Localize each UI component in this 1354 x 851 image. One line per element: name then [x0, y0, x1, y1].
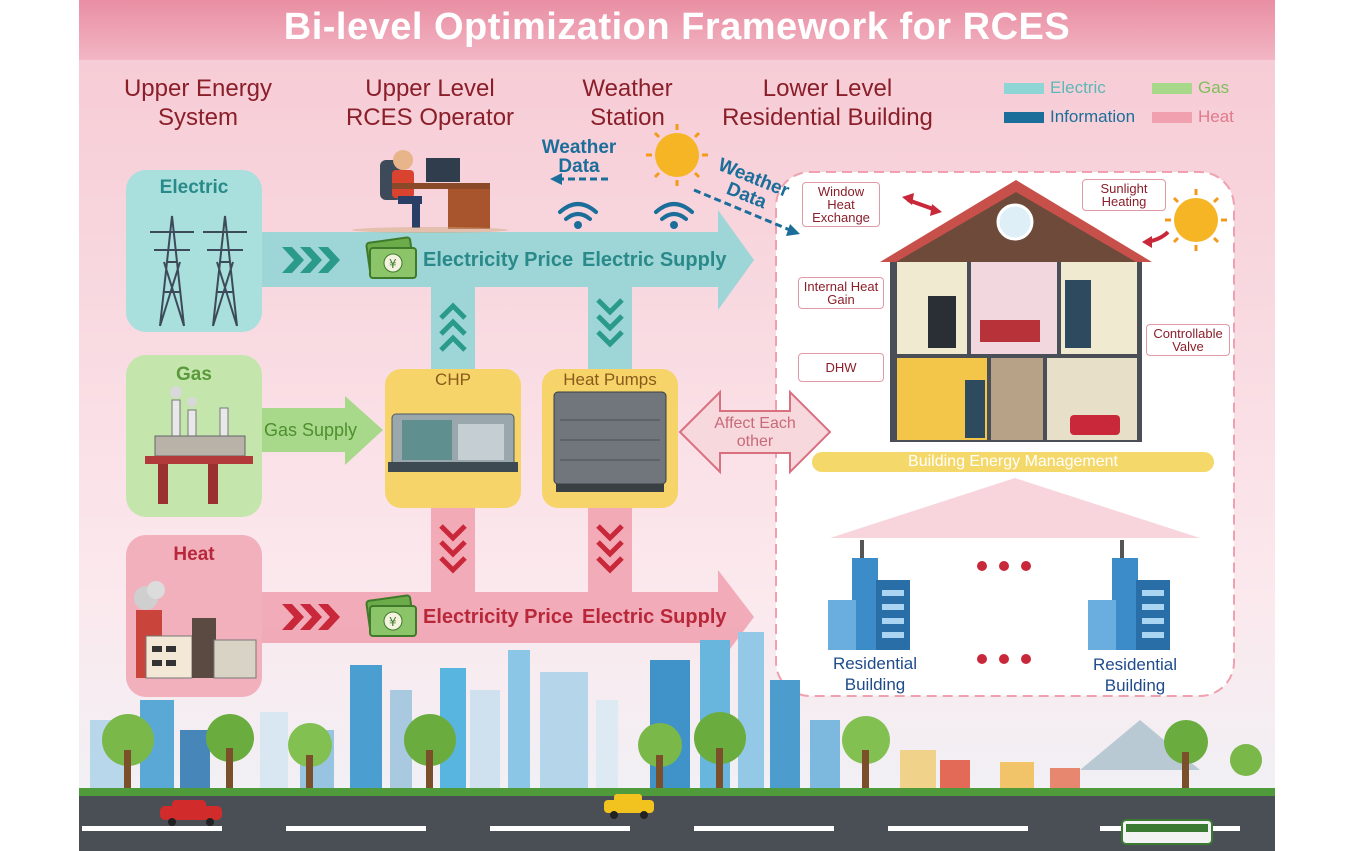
residential-building-label-1: Residential Building	[832, 654, 918, 694]
legend-label-electric: Electric	[1050, 78, 1106, 97]
tag-controllable-valve: Controllable Valve	[1146, 324, 1230, 356]
gas-arrow	[262, 396, 383, 465]
pylon-icon	[150, 215, 247, 327]
weather-data-label-left: Weather Data	[541, 137, 617, 177]
gas-supply-label: Gas Supply	[264, 420, 358, 440]
header-upper-energy: Upper Energy System	[123, 75, 273, 131]
chp-machine-icon	[388, 413, 518, 472]
heat-arrow	[262, 570, 754, 665]
car-icon-red	[160, 800, 222, 826]
title-band	[79, 0, 1275, 60]
ellipsis-dots	[977, 561, 1031, 664]
residential-building-icon-2	[1088, 540, 1170, 650]
sun-icon-weather	[646, 124, 708, 186]
electric-right-chevrons	[282, 247, 340, 273]
residential-building-icon-1	[828, 540, 910, 650]
heat-panel-title: Heat	[173, 544, 215, 565]
svg-text:¥: ¥	[389, 257, 397, 271]
legend-swatch-electric	[1004, 83, 1044, 94]
residential-building-label-2: Residential Building	[1092, 655, 1178, 695]
diagram-title: Bi-level Optimization Framework for RCES	[283, 6, 1071, 48]
affect-double-arrow	[678, 389, 832, 475]
tag-internal-heat-gain: Internal Heat Gain	[798, 277, 884, 309]
electric-panel-title: Electric	[159, 177, 229, 198]
chp-electric-connector	[431, 287, 475, 369]
legend-swatch-information	[1004, 112, 1044, 123]
chp-heat-connector	[431, 508, 475, 592]
money-icon-bottom: ¥	[365, 594, 417, 637]
electricity-price-top-label: Electricity Price	[423, 249, 574, 271]
legend-label-information: Information	[1050, 107, 1136, 126]
legend-label-gas: Gas	[1198, 78, 1230, 97]
grass-strip	[79, 788, 1275, 796]
heat-factory-icon	[134, 581, 257, 679]
chp-label: CHP	[435, 370, 471, 389]
electric-arrow	[262, 210, 754, 310]
weather-data-arrow-right	[693, 188, 800, 236]
electric-supply-top-label: Electric Supply	[582, 249, 727, 271]
chp-up-chevrons	[439, 302, 467, 352]
bem-label: Building Energy Management	[908, 453, 1118, 470]
wifi-icon-left	[558, 202, 598, 229]
header-lower-level: Lower Level Residential Building	[722, 75, 933, 131]
hp-heat-chevrons	[596, 524, 624, 574]
tree-icons	[102, 712, 1262, 790]
gas-platform-icon	[145, 386, 253, 504]
hp-heat-connector	[588, 508, 632, 592]
electricity-price-bottom-label: Electricity Price	[423, 606, 574, 628]
tag-window-heat-exchange: Window Heat Exchange	[802, 182, 880, 227]
bem-up-arrow	[830, 478, 1200, 538]
chp-heat-chevrons	[439, 524, 467, 574]
weather-data-arrow-left	[550, 173, 608, 185]
money-icon-top: ¥	[365, 236, 417, 279]
sun-icon-building	[1165, 189, 1227, 251]
gas-panel-title: Gas	[176, 364, 212, 385]
house-icon	[880, 180, 1152, 442]
legend-swatch-gas	[1152, 83, 1192, 94]
operator-person-icon	[352, 150, 508, 233]
car-icon-yellow	[604, 794, 654, 819]
tag-sunlight-heating: Sunlight Heating	[1082, 179, 1166, 211]
header-upper-level: Upper Level RCES Operator	[345, 75, 515, 131]
svg-text:¥: ¥	[389, 615, 397, 629]
affect-label: Affect Each other	[714, 415, 796, 450]
electric-supply-bottom-label: Electric Supply	[582, 606, 727, 628]
heat-pumps-label: Heat Pumps	[563, 370, 657, 389]
road	[79, 796, 1275, 851]
bem-bar	[812, 452, 1214, 472]
wifi-icon-right	[654, 202, 694, 229]
legend-swatch-heat	[1152, 112, 1192, 123]
tag-dhw: DHW	[798, 353, 884, 382]
heat-right-chevrons	[282, 604, 340, 630]
window-exchange-arrow	[902, 193, 942, 216]
heat-pump-icon	[553, 391, 667, 492]
bus-icon	[1121, 819, 1213, 845]
legend-label-heat: Heat	[1198, 107, 1234, 126]
hp-down-chevrons	[596, 298, 624, 348]
header-weather-station: Weather Station	[582, 75, 673, 131]
